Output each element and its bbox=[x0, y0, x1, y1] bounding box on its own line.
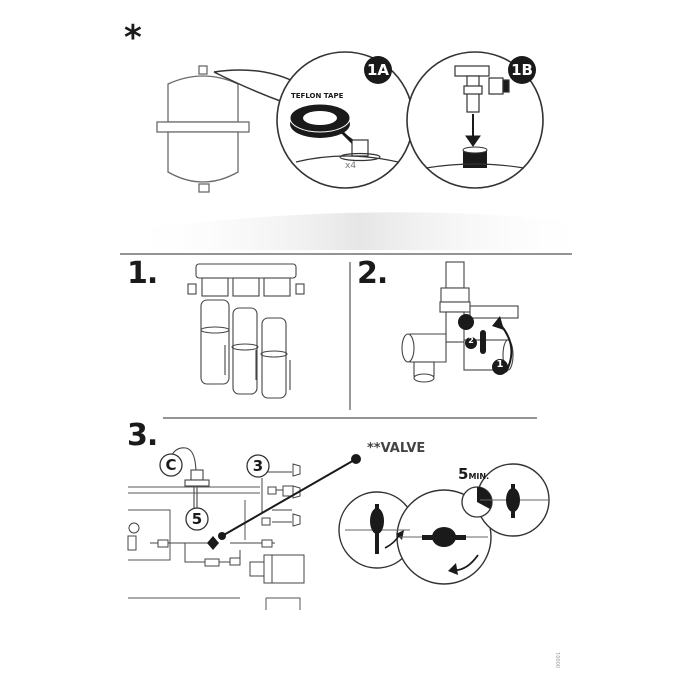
circle-c bbox=[159, 453, 183, 477]
arrow-badge-1-label: 1 bbox=[496, 359, 504, 370]
wait-unit: MIN. bbox=[468, 472, 490, 481]
teflon-tape-roll bbox=[289, 103, 364, 153]
step-3-number: 3. bbox=[127, 418, 158, 453]
wait-number: 5 bbox=[458, 465, 469, 483]
tank-fitting-1a bbox=[295, 139, 399, 163]
filter-cartridges bbox=[200, 299, 291, 399]
filter-head-connectors bbox=[263, 463, 305, 584]
tube-fittings bbox=[157, 485, 294, 577]
elbow-valve bbox=[454, 65, 510, 113]
badge-1a-label: 1A bbox=[366, 61, 390, 79]
callout-tail bbox=[213, 69, 296, 83]
step-2-number: 2. bbox=[357, 256, 388, 291]
wait-time: 5MIN. bbox=[458, 464, 489, 483]
circle-5-label: 5 bbox=[191, 510, 203, 528]
circle-c-label: C bbox=[165, 456, 177, 474]
badge-1a bbox=[364, 56, 392, 84]
valve-symbol-right bbox=[480, 484, 548, 518]
down-arrow bbox=[465, 114, 481, 147]
valve-handle bbox=[458, 314, 486, 354]
valve-marker bbox=[207, 536, 219, 550]
tubing-network bbox=[150, 471, 292, 563]
step-1-number: 1. bbox=[127, 256, 158, 291]
circle-5 bbox=[185, 507, 209, 531]
under-sink-cabinet bbox=[128, 486, 301, 610]
faucet bbox=[167, 447, 210, 512]
asterisk-mark: * bbox=[124, 18, 142, 58]
valve-pointer-line bbox=[221, 458, 357, 537]
floor-shade bbox=[120, 212, 600, 250]
pressure-tank bbox=[156, 65, 250, 193]
valve-label: **VALVE bbox=[367, 441, 426, 456]
cold-water-supply bbox=[127, 522, 140, 551]
arrow-badge-1 bbox=[492, 359, 508, 375]
document-code: 00001 bbox=[556, 652, 562, 668]
badge-1b bbox=[508, 56, 536, 84]
taped-thread bbox=[425, 146, 525, 169]
arrow-badge-2-label: 2 bbox=[468, 336, 474, 345]
wrap-count-label: x4 bbox=[345, 161, 357, 171]
filter-housing bbox=[187, 263, 305, 297]
valve-symbol-center bbox=[400, 527, 488, 575]
circle-3 bbox=[246, 454, 270, 478]
badge-1b-label: 1B bbox=[511, 61, 533, 79]
timer-pie bbox=[477, 487, 492, 509]
arrow-badge-2 bbox=[465, 337, 477, 349]
circle-3-label: 3 bbox=[252, 457, 264, 475]
teflon-tape-label: TEFLON TAPE bbox=[291, 92, 344, 100]
valve-symbol-left bbox=[345, 504, 410, 554]
